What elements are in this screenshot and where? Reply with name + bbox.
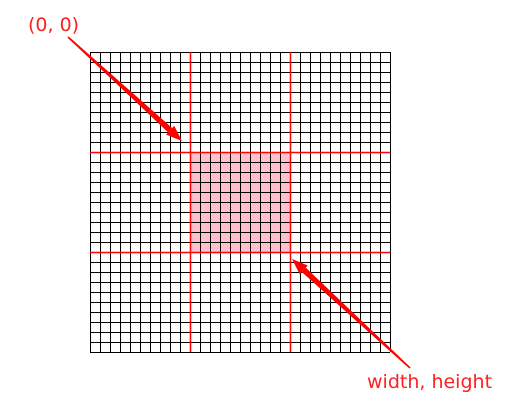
highlight-boundary-lines [90, 52, 390, 352]
size-arrow-head [292, 259, 308, 275]
origin-arrow-head [166, 125, 182, 141]
size-label: width, height [367, 371, 492, 393]
origin-arrow [67, 36, 182, 141]
size-arrow [292, 259, 411, 369]
size-arrow-shaft [301, 267, 411, 369]
origin-label: (0, 0) [28, 14, 79, 36]
origin-arrow-shaft [67, 36, 173, 133]
